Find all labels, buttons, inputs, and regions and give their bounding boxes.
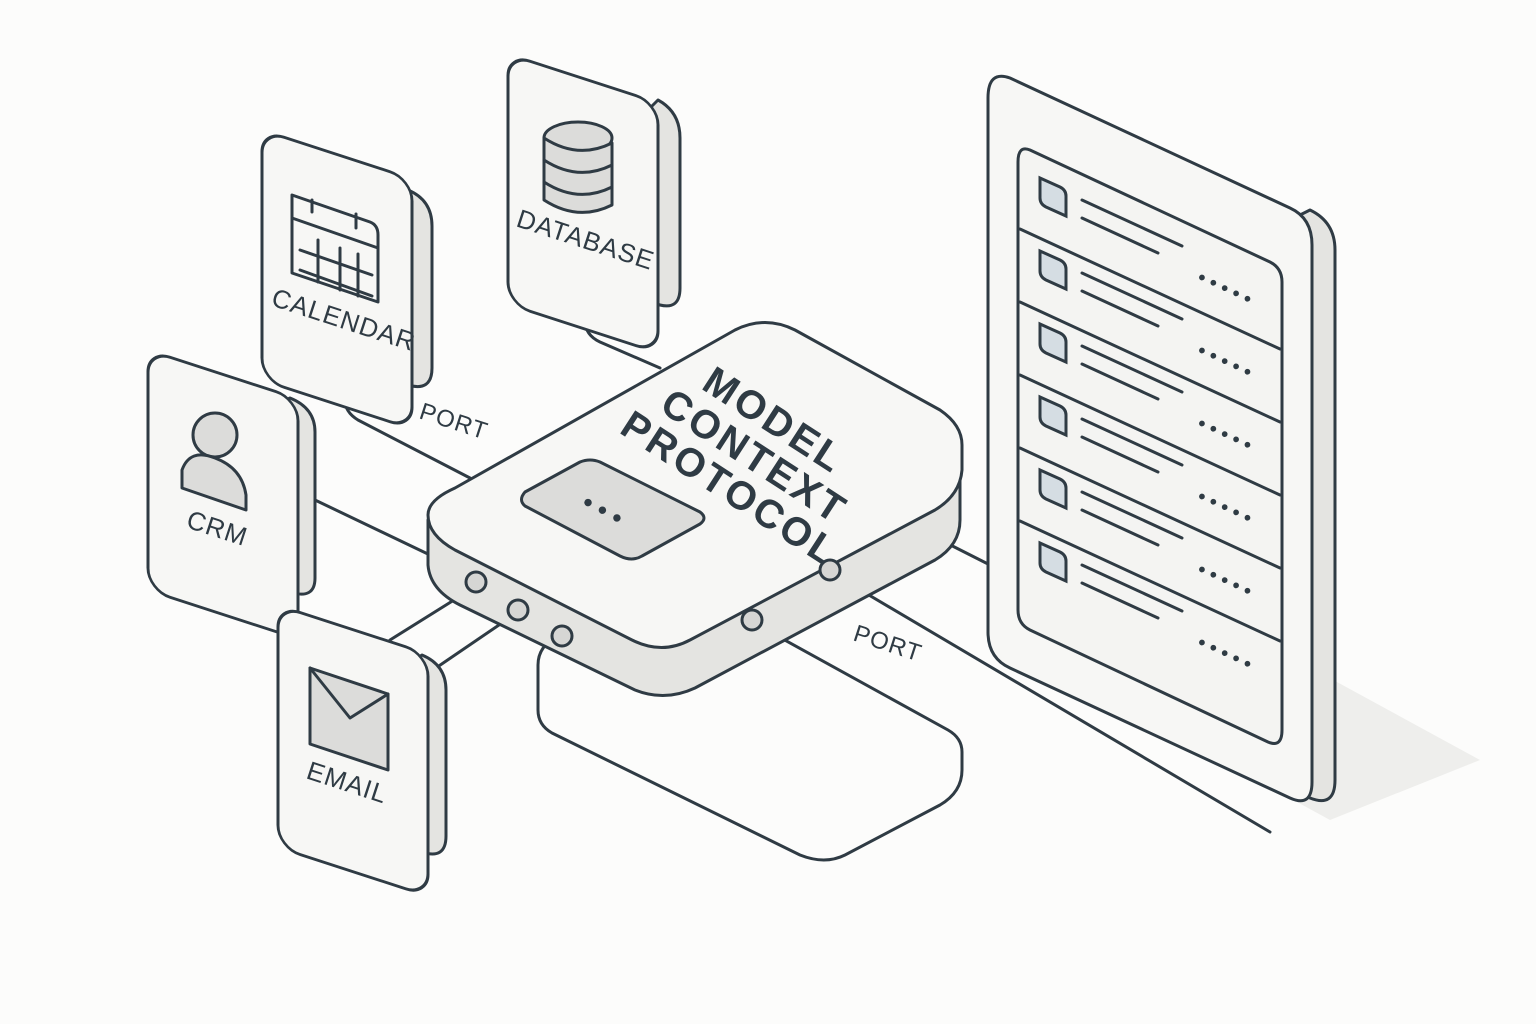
connector-crm <box>313 498 432 557</box>
row-text-line <box>1080 581 1160 620</box>
row-checkbox[interactable] <box>1038 540 1068 584</box>
calendar-icon <box>290 193 380 304</box>
list-panel-screen <box>1016 147 1284 745</box>
hub-port-2[interactable] <box>506 598 530 622</box>
row-text-line <box>1080 344 1184 394</box>
mcp-hub[interactable]: • • • MODEL CONTEXT PROTOCOL <box>426 321 964 697</box>
port-label-left: PORT <box>416 398 491 445</box>
email-module[interactable]: EMAIL <box>276 605 448 896</box>
row-text-line <box>1080 563 1184 613</box>
row-text-line <box>1080 271 1184 321</box>
row-divider <box>1018 300 1282 424</box>
person-icon <box>180 411 248 512</box>
row-checkbox[interactable] <box>1038 394 1068 438</box>
hub-port-3[interactable] <box>550 624 574 648</box>
row-checkbox[interactable] <box>1038 467 1068 511</box>
row-divider <box>1018 519 1282 643</box>
row-checkbox[interactable] <box>1038 321 1068 365</box>
row-text-line <box>1080 435 1160 474</box>
row-text-line <box>1080 216 1160 255</box>
database-module[interactable]: DATABASE <box>506 54 682 353</box>
hub-port-4[interactable] <box>740 608 764 632</box>
list-row[interactable]: • • • • • <box>1018 300 1282 457</box>
row-text-line <box>1080 508 1160 547</box>
row-checkbox[interactable] <box>1038 175 1068 219</box>
row-text-line <box>1080 490 1184 540</box>
connector-panel-lower <box>828 570 1272 834</box>
database-icon <box>542 120 614 214</box>
crm-module[interactable]: CRM <box>146 350 317 639</box>
connector-loop <box>536 620 964 862</box>
hub-port-5[interactable] <box>818 558 842 582</box>
hub-port-1[interactable] <box>464 570 488 594</box>
calendar-module[interactable]: CALENDAR <box>260 130 434 429</box>
hub-screen <box>520 458 706 561</box>
row-text-line <box>1080 362 1160 401</box>
row-divider <box>1018 373 1282 497</box>
row-divider <box>1018 227 1282 351</box>
row-checkbox[interactable] <box>1038 248 1068 292</box>
row-text-line <box>1080 289 1160 328</box>
mail-icon <box>308 666 390 772</box>
port-label-right: PORT <box>850 620 925 667</box>
row-text-line <box>1080 198 1184 248</box>
row-text-line <box>1080 417 1184 467</box>
row-divider <box>1018 446 1282 570</box>
list-panel[interactable]: • • • • •• • • • •• • • • •• • • • •• • … <box>986 74 1337 803</box>
